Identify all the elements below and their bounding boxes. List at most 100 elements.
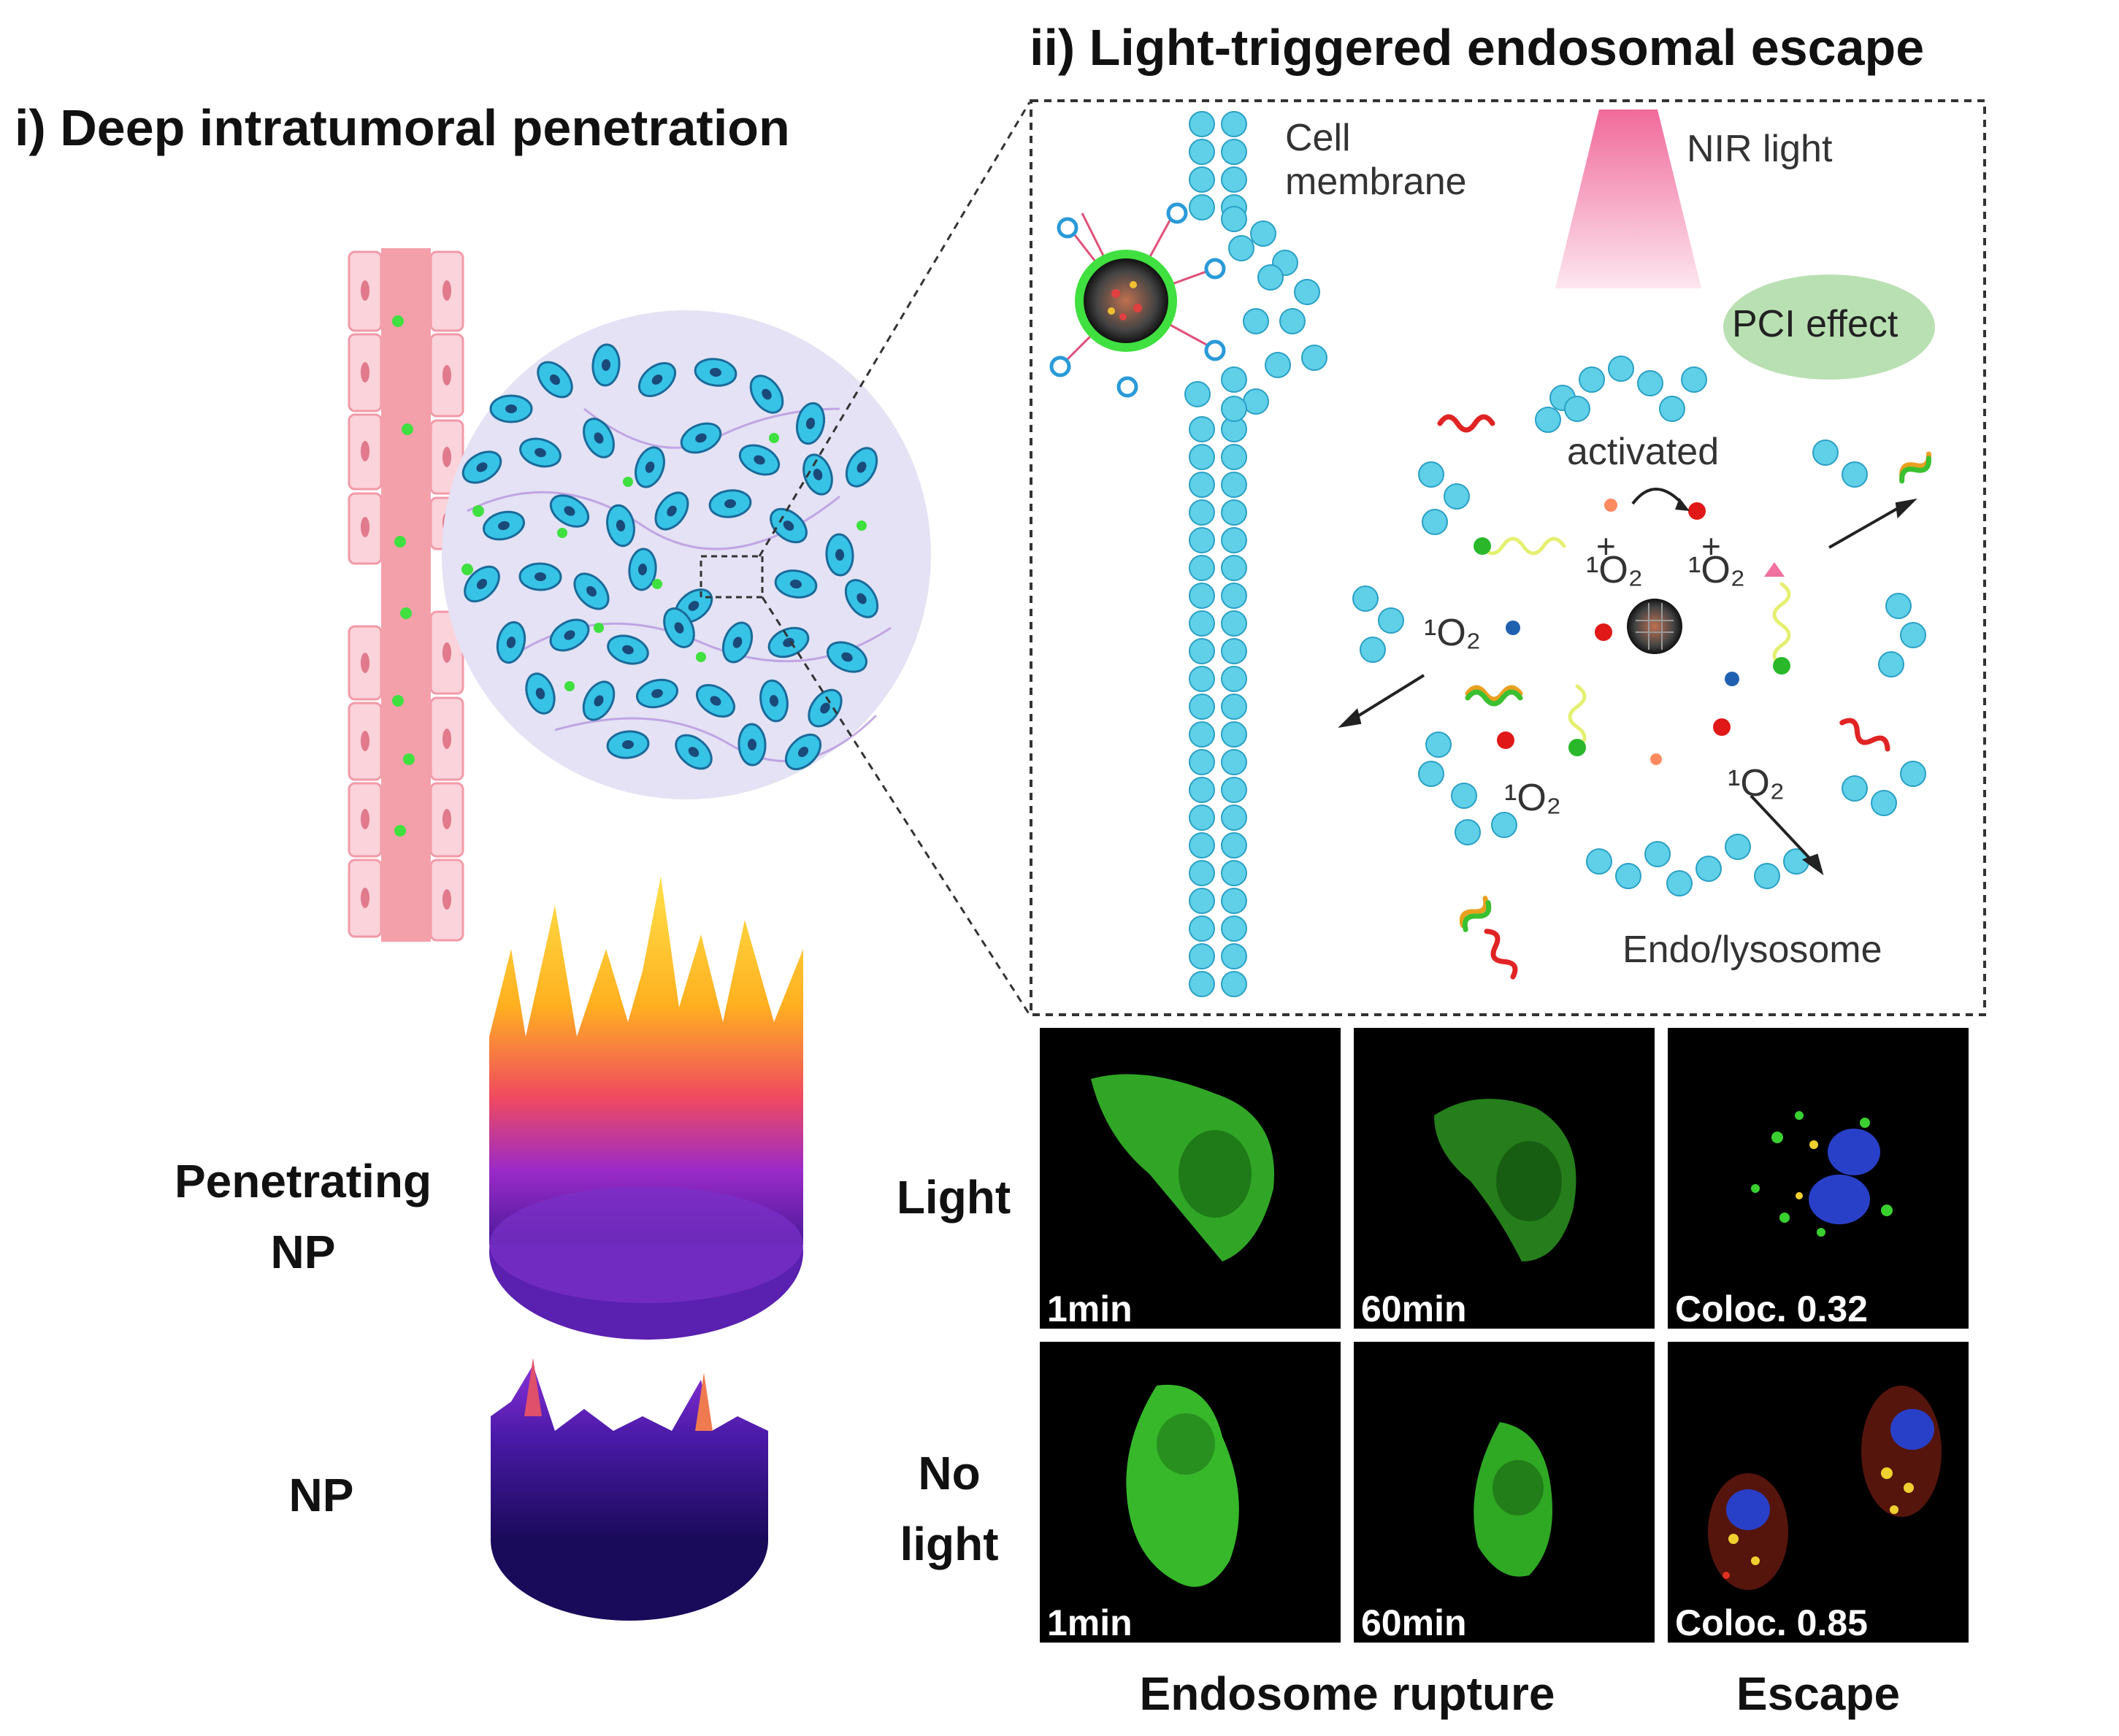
tumor-cell	[738, 444, 781, 476]
label-endo-lysosome: Endo/lysosome	[1622, 929, 1882, 971]
lipid-bead	[1615, 863, 1641, 889]
title-endosomal-escape: ii) Light-triggered endosomal escape	[1030, 19, 1925, 76]
lipid-bead	[1221, 139, 1247, 165]
row-label-light: Light	[896, 1171, 1011, 1224]
tumor-cell	[606, 730, 650, 759]
lipid-bead	[1221, 860, 1247, 886]
column-label-endosome-rupture: Endosome rupture	[1139, 1667, 1555, 1720]
lipid-bead	[1221, 166, 1247, 193]
lipid-bead	[1608, 356, 1634, 382]
tumor-cell	[708, 489, 752, 518]
tumor-cell	[637, 362, 677, 397]
lipid-bead	[1189, 804, 1215, 831]
lipid-bead	[1221, 583, 1247, 609]
tumor-cell	[680, 422, 722, 454]
time-nolight-1min: 1min	[1047, 1602, 1133, 1643]
lipid-bead	[1301, 345, 1327, 371]
tumor-cell	[737, 723, 767, 767]
title-deep-penetration: i) Deep intratumoral penetration	[15, 99, 790, 156]
time-light-1min: 1min	[1047, 1288, 1133, 1329]
lipid-bead	[1378, 607, 1404, 634]
lipid-bead	[1221, 499, 1247, 526]
lipid-bead	[1189, 638, 1215, 664]
label-nir-light: NIR light	[1687, 128, 1833, 170]
tumor-cell	[767, 626, 810, 658]
lipid-bead	[1221, 396, 1247, 422]
lipid-bead	[1451, 783, 1477, 809]
lipid-bead	[1221, 943, 1247, 969]
lipid-bead	[1189, 943, 1215, 969]
lipid-bead	[1189, 666, 1215, 692]
label-penetrating-np: Penetrating NP	[146, 1153, 460, 1280]
tumor-cell	[827, 641, 867, 673]
panel-nolight-60min: 60min	[1354, 1342, 1655, 1643]
label-cell-line1: Cell	[1285, 117, 1351, 159]
tumor-cell	[591, 343, 621, 387]
lipid-bead	[1360, 637, 1386, 663]
lipid-bead	[1189, 194, 1215, 220]
tumor-cell	[808, 688, 843, 728]
lipid-bead	[1221, 777, 1247, 803]
nir-light-beam	[1555, 110, 1701, 288]
lipid-bead	[1221, 694, 1247, 720]
lipid-bead	[1189, 111, 1215, 137]
lipid-bead	[1189, 777, 1215, 803]
lipid-bead	[1352, 585, 1379, 612]
lipid-bead	[1871, 790, 1897, 816]
lipid-bead	[1425, 731, 1452, 758]
lipid-bead	[1535, 407, 1561, 433]
coloc-nolight: Coloc. 0.85	[1675, 1602, 1868, 1643]
nanoparticle	[1049, 202, 1226, 398]
tumor-cell	[784, 733, 822, 771]
tumor-cell	[607, 634, 649, 665]
panel-light-coloc: Coloc. 0.32	[1668, 1028, 1969, 1329]
column-label-escape: Escape	[1736, 1667, 1901, 1720]
lipid-bead	[1279, 308, 1306, 334]
lipid-bead	[1637, 370, 1663, 396]
lipid-bead	[1221, 832, 1247, 859]
lipid-bead	[1294, 279, 1320, 305]
panel-nolight-1min: 1min	[1040, 1342, 1341, 1643]
tumor-cell	[628, 548, 657, 591]
lipid-bead	[1189, 888, 1215, 914]
time-light-60min: 60min	[1361, 1288, 1467, 1329]
label-singlet-oxygen: ¹O₂	[1424, 612, 1481, 654]
lipid-bead	[1221, 804, 1247, 831]
tumor-cell	[582, 680, 616, 721]
plot-np	[491, 1358, 768, 1621]
tumor-cell	[825, 533, 854, 577]
lipid-bead	[1586, 848, 1612, 875]
lipid-bead	[1221, 721, 1247, 748]
plus-sign: +	[1596, 527, 1616, 565]
lipid-bead	[1754, 863, 1780, 889]
lipid-bead	[1221, 666, 1247, 692]
lipid-bead	[1189, 499, 1215, 526]
lipid-bead	[1418, 461, 1444, 488]
lipid-bead	[1444, 483, 1470, 510]
lipid-bead	[1189, 527, 1215, 553]
tumor-cell	[525, 672, 556, 715]
plus-sign: +	[1701, 527, 1721, 565]
lipid-bead	[1221, 111, 1247, 137]
lipid-bead	[1189, 555, 1215, 581]
lipid-bead	[1885, 593, 1912, 619]
panel-light-60min: 60min	[1354, 1028, 1655, 1329]
label-activated: activated	[1567, 431, 1720, 473]
lipid-bead	[1189, 915, 1215, 942]
tumor-cell	[694, 358, 737, 387]
lipid-bead	[1243, 308, 1269, 334]
tumor-cell	[573, 572, 610, 610]
tumor-cell	[518, 562, 562, 591]
lipid-bead	[1659, 396, 1685, 422]
label-cell-membrane: Cell membrane	[1285, 117, 1467, 204]
tumor-cell	[606, 504, 635, 548]
tumor-cell	[489, 394, 533, 423]
lipid-bead	[1725, 834, 1751, 860]
tumor-cell	[537, 361, 573, 399]
label-penetrating-line2: NP	[270, 1225, 336, 1278]
lipid-bead	[1221, 749, 1247, 775]
lipid-bead	[1265, 352, 1291, 378]
